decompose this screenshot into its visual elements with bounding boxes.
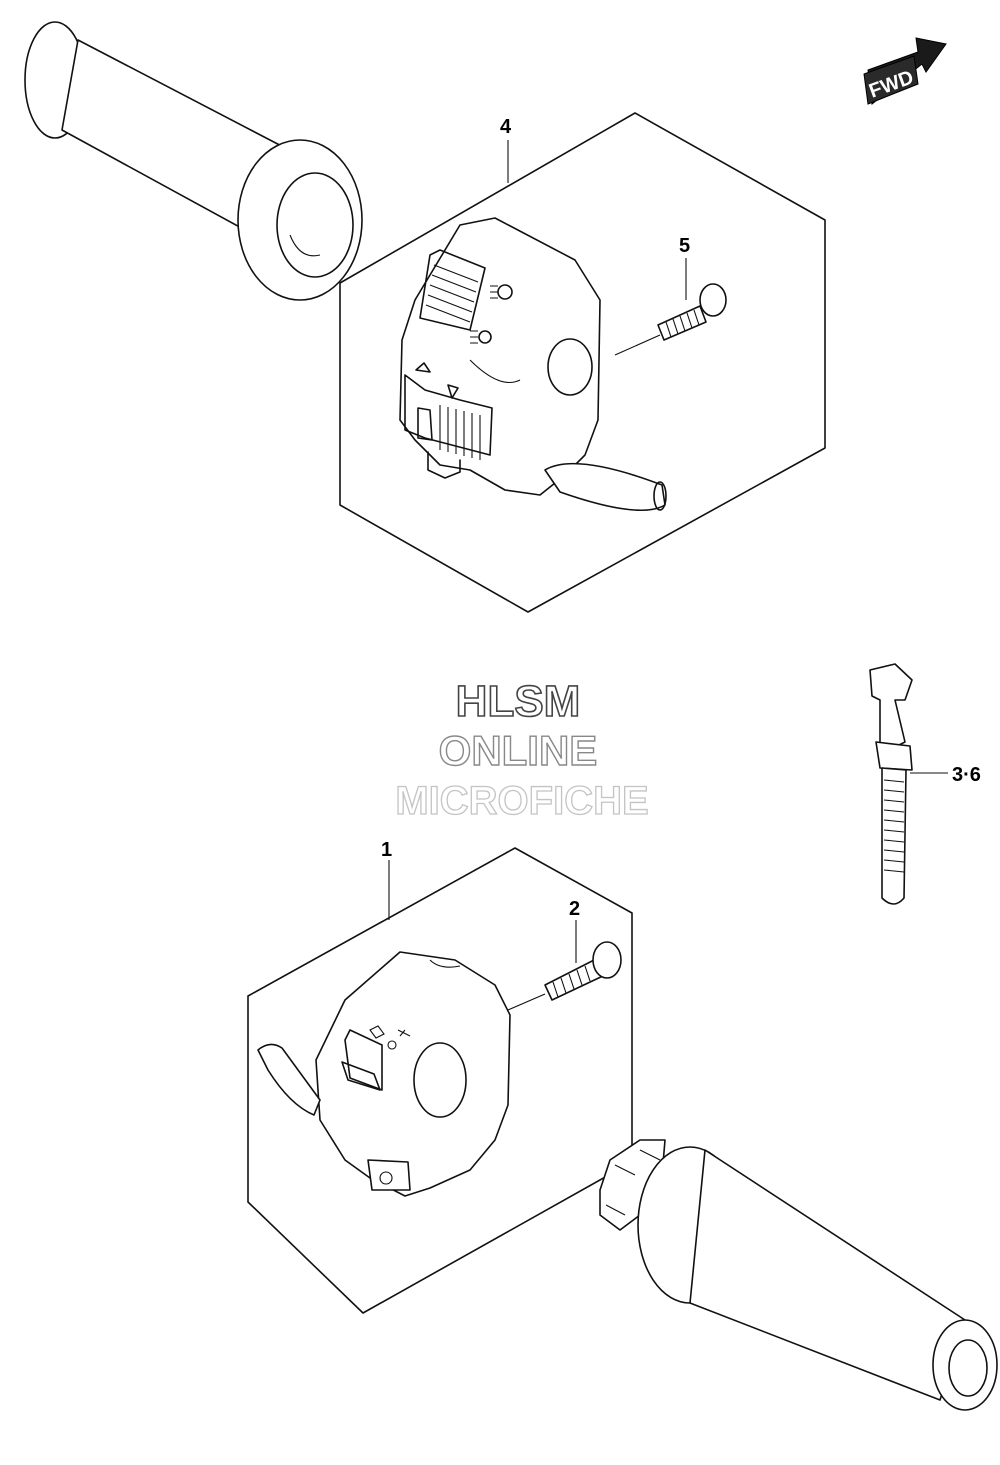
left-grip (24, 21, 363, 301)
screw-part-2 (507, 920, 622, 1011)
right-handlebar-switch (257, 951, 511, 1197)
part-2-callout: 2 (569, 898, 580, 920)
screw-part-5 (614, 258, 727, 356)
watermark-line-3: MICROFICHE (395, 779, 648, 823)
part-4-frame (339, 112, 826, 613)
fwd-arrow-icon: FWD (863, 37, 947, 105)
watermark-line-1: HLSM (456, 677, 581, 726)
watermark: HLSM ONLINE MICROFICHE (395, 676, 650, 823)
right-throttle-grip (599, 1139, 998, 1411)
part-5-callout: 5 (679, 235, 690, 257)
part-1-callout: 1 (381, 839, 392, 861)
part-4-callout: 4 (500, 116, 512, 138)
left-handlebar-switch (399, 217, 667, 512)
watermark-line-2: ONLINE (439, 727, 598, 774)
cable-tie (869, 663, 948, 905)
part-3-6-callout: 3·6 (952, 764, 981, 786)
